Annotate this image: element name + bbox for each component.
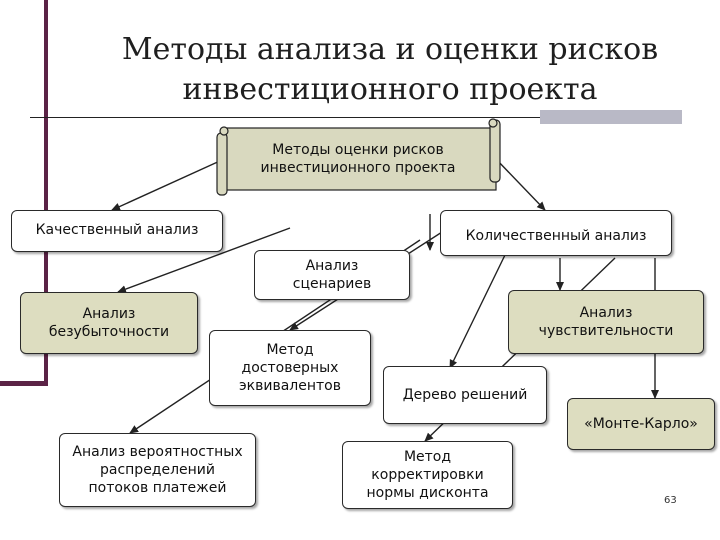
- arrow-to-decision-tree: [449, 254, 506, 369]
- root-node: Методы оценки рисков инвестиционного про…: [230, 132, 486, 186]
- page-number: 63: [664, 495, 677, 506]
- left-accent-bar-line: [44, 0, 48, 385]
- title-line-1: Методы анализа и оценки рисков: [121, 32, 659, 67]
- root-node-label: Методы оценки рисков инвестиционного про…: [260, 142, 456, 176]
- node-monte-carlo: «Монте-Карло»: [567, 398, 715, 450]
- root-scroll-shape: [216, 118, 501, 196]
- title-rule: [30, 117, 680, 118]
- arrow-qualitative-to-breakeven: [117, 227, 291, 293]
- node-breakeven: Анализ безубыточности: [20, 292, 198, 354]
- node-monte-carlo-label: «Монте-Карло»: [584, 416, 698, 432]
- node-scenarios: Анализ сценариев: [254, 250, 410, 300]
- node-equivalents: Метод достоверных эквивалентов: [209, 330, 371, 406]
- node-decision-tree-label: Дерево решений: [402, 387, 528, 403]
- node-scenarios-label: Анализ сценариев: [292, 258, 372, 292]
- node-probability-label: Анализ вероятностных распределений поток…: [72, 444, 243, 496]
- node-equivalents-label: Метод достоверных эквивалентов: [238, 342, 341, 394]
- left-accent-bar-base: [0, 381, 48, 386]
- arrow-root-to-qualitative: [111, 159, 223, 211]
- node-quantitative: Количественный анализ: [440, 210, 672, 256]
- node-decision-tree: Дерево решений: [383, 366, 547, 424]
- node-qualitative: Качественный анализ: [11, 210, 223, 252]
- node-sensitivity: Анализ чувствительности: [508, 290, 704, 354]
- node-probability: Анализ вероятностных распределений поток…: [59, 433, 256, 507]
- node-discount-label: Метод корректировки нормы дисконта: [366, 449, 489, 501]
- title-gray-bar: [540, 110, 682, 124]
- node-sensitivity-label: Анализ чувствительности: [538, 305, 674, 339]
- arrow-root-to-quantitative: [494, 157, 546, 211]
- slide-title: Методы анализа и оценки рисков инвестици…: [90, 30, 690, 110]
- node-quantitative-label: Количественный анализ: [465, 228, 647, 244]
- title-line-2: инвестиционного проекта: [182, 72, 598, 107]
- node-breakeven-label: Анализ безубыточности: [48, 306, 170, 340]
- node-qualitative-label: Качественный анализ: [35, 222, 199, 238]
- node-discount: Метод корректировки нормы дисконта: [342, 441, 513, 509]
